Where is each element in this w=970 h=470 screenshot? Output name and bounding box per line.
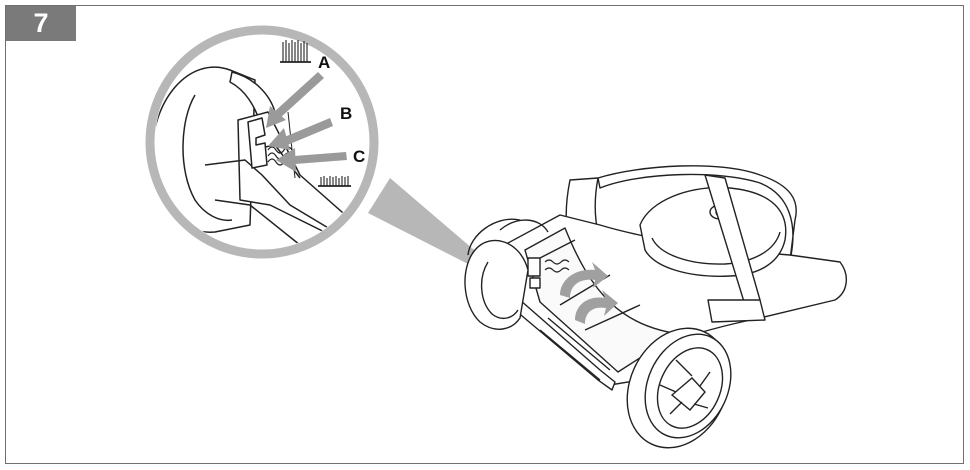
- motor-housing: [639, 186, 787, 277]
- arrow-c-icon: [276, 148, 347, 172]
- magnifier-callout: A B C: [145, 25, 379, 259]
- adjustment-slot: [247, 117, 268, 169]
- curved-arrow-upper: [560, 262, 608, 298]
- arrow-b-icon: [268, 118, 333, 150]
- right-wheel: [626, 327, 732, 449]
- short-grass-icon: [318, 176, 351, 187]
- zoom-wheel: [155, 66, 256, 233]
- step-number-badge: 7: [6, 6, 76, 41]
- tall-grass-icon: [280, 40, 311, 63]
- curved-arrow-lower: [575, 290, 618, 324]
- arrow-a-icon: [266, 72, 324, 128]
- callout-label-a: A: [318, 53, 330, 72]
- step-number: 7: [33, 8, 49, 38]
- left-wheel: [464, 218, 549, 330]
- figure-frame: [5, 5, 964, 464]
- adjust-arrows: [560, 262, 618, 324]
- callout-label-c: C: [353, 147, 365, 166]
- mower-spring: [544, 259, 570, 265]
- magnifier-connector: [368, 178, 480, 265]
- callout-label-b: B: [340, 104, 352, 123]
